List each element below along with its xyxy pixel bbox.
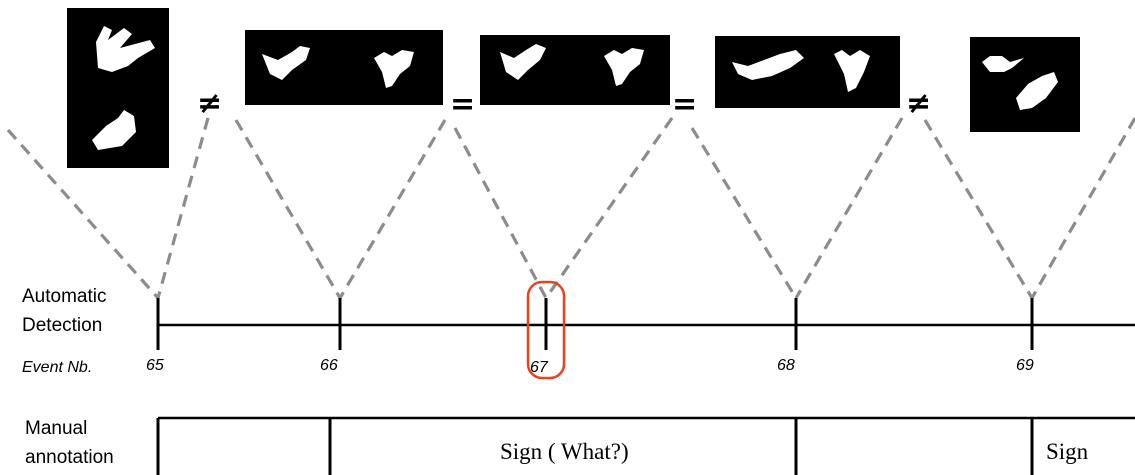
hand-shape-icon xyxy=(262,46,310,80)
event-number-69: 69 xyxy=(1016,357,1034,374)
relation-66-67: = xyxy=(450,87,475,122)
relation-symbols: ≠ = = ≠ xyxy=(197,86,931,122)
dashed-connectors xyxy=(6,117,1135,300)
relation-65-66: ≠ xyxy=(197,86,222,121)
detection-timeline xyxy=(156,298,1135,350)
event-number-68: 68 xyxy=(777,357,795,374)
manual-annotation-label: Manual annotation xyxy=(25,418,114,468)
highlight-event-67 xyxy=(526,280,566,380)
thumbnail-65 xyxy=(67,8,169,168)
hand-shape-icon xyxy=(374,50,414,88)
event-number-66: 66 xyxy=(320,357,338,374)
thumbnail-66 xyxy=(245,30,443,105)
annotation-segment-sign-what: Sign ( What?) xyxy=(500,439,629,464)
automatic-detection-label: Automatic Detection xyxy=(22,286,112,336)
hand-shape-icon xyxy=(834,50,870,92)
event-numbers: 65 66 67 68 69 xyxy=(146,357,1034,376)
hand-shape-icon xyxy=(604,48,644,86)
relation-68-69: ≠ xyxy=(906,86,931,121)
manual-annotation-track: Sign ( What?) Sign xyxy=(156,416,1135,475)
event-number-67: 67 xyxy=(530,359,549,376)
hand-shape-icon xyxy=(1016,72,1058,110)
hand-shape-icon xyxy=(92,110,136,150)
thumbnail-67 xyxy=(480,35,670,105)
event-number-65: 65 xyxy=(146,357,164,374)
hand-shape-icon xyxy=(982,56,1024,72)
hand-shape-icon xyxy=(96,26,155,72)
annotation-segment-sign: Sign xyxy=(1046,439,1089,464)
thumbnail-69 xyxy=(970,37,1080,132)
event-nb-label: Event Nb. xyxy=(22,359,92,376)
thumbnail-68 xyxy=(715,36,900,108)
hand-shape-icon xyxy=(500,44,546,80)
relation-67-68: = xyxy=(672,87,697,122)
hand-shape-icon xyxy=(732,50,804,80)
